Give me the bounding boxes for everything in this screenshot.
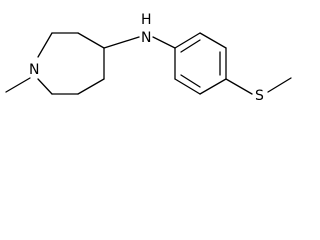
ring-bond-n-c6 — [37, 78, 53, 95]
piperidine-ring — [37, 32, 105, 95]
sulfur-label: S — [255, 88, 264, 104]
phenyl-s-bond — [225, 78, 253, 95]
phenyl-bond-4 — [199, 78, 227, 95]
phenyl-double-bond-1 — [180, 39, 201, 53]
phenyl-bond-2 — [199, 32, 227, 49]
nh-phenyl-bond — [152, 36, 176, 49]
c4-nh-bond — [103, 36, 140, 49]
piperidine-nitrogen-label: N — [29, 62, 39, 78]
ring-bond-c5-c4 — [77, 78, 105, 95]
n-methyl-bond — [5, 77, 31, 93]
amine-h-text: H — [141, 12, 152, 28]
s-methyl-bond — [267, 77, 292, 93]
phenyl-double-bond-3 — [180, 74, 201, 88]
ring-bond-c4-c3 — [77, 32, 105, 49]
phenyl-bond-5 — [174, 78, 201, 95]
phenyl-ring — [174, 32, 227, 95]
phenyl-bond-1 — [174, 32, 201, 49]
ring-bond-c2-n — [37, 32, 53, 58]
amine-n-text: N — [141, 30, 151, 46]
